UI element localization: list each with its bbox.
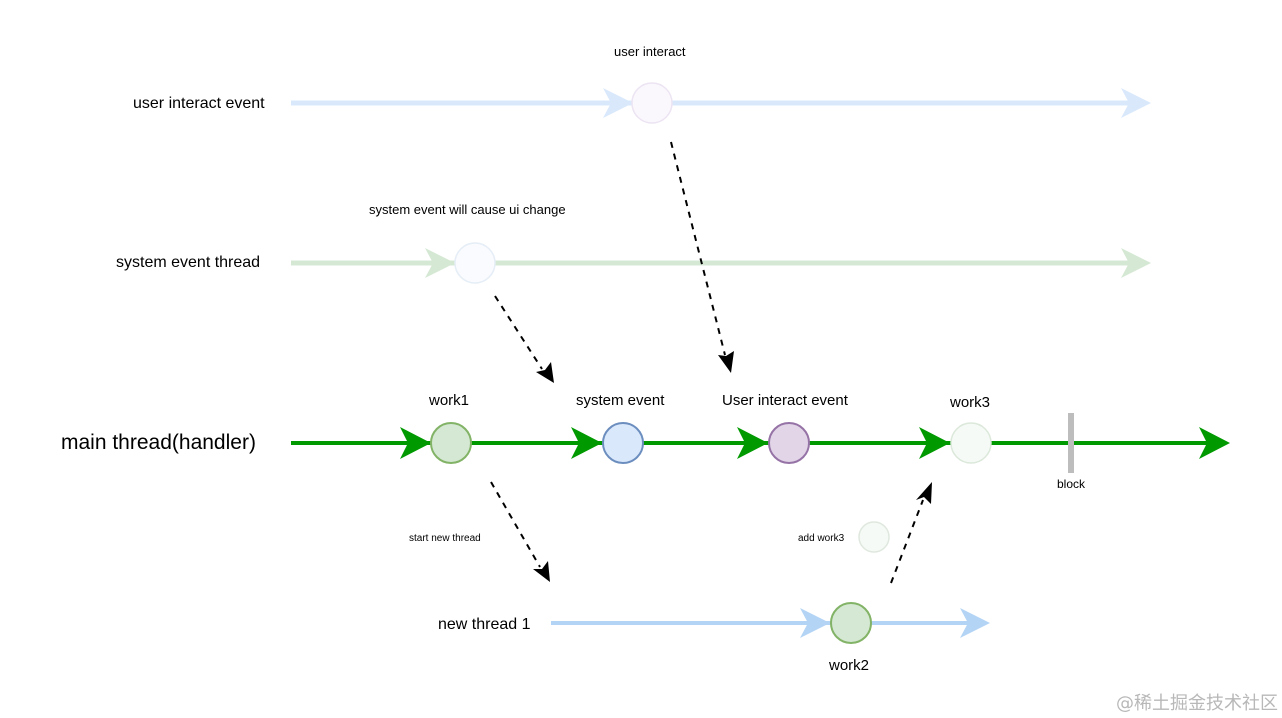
work1-label: work1 bbox=[429, 392, 470, 409]
system-event-node bbox=[602, 422, 644, 464]
work2-label: work2 bbox=[829, 657, 870, 674]
user-interact-node-label: user interact bbox=[614, 44, 686, 59]
block-label: block bbox=[1057, 477, 1086, 491]
block-bar bbox=[1068, 413, 1074, 473]
start-new-thread-label: start new thread bbox=[409, 533, 481, 544]
system-to-main-arrow bbox=[494, 295, 554, 383]
user-interact-thread-line bbox=[291, 88, 1151, 118]
add-work3-label: add work3 bbox=[798, 533, 845, 544]
watermark: @稀土掘金技术社区 bbox=[1116, 693, 1278, 714]
system-event-label: system event bbox=[576, 392, 665, 409]
user-interact-event-node bbox=[768, 422, 810, 464]
main-thread-label: main thread(handler) bbox=[61, 431, 256, 454]
user-interact-thread-label: user interact event bbox=[133, 95, 265, 112]
work3-label: work3 bbox=[950, 394, 991, 411]
work2-node bbox=[830, 602, 872, 644]
new-thread-line bbox=[551, 608, 990, 638]
system-event-thread-label: system event thread bbox=[116, 254, 261, 271]
system-event-thread-line bbox=[291, 248, 1151, 278]
new-thread-label: new thread 1 bbox=[438, 616, 531, 633]
user-to-main-arrow bbox=[670, 141, 734, 373]
add-work3-arrow bbox=[890, 482, 932, 584]
start-new-thread-arrow bbox=[490, 481, 550, 582]
work1-node bbox=[430, 422, 472, 464]
user-interact-event-label: User interact event bbox=[722, 392, 848, 409]
system-event-note-label: system event will cause ui change bbox=[369, 202, 566, 217]
user-interact-node bbox=[631, 82, 673, 124]
add-work3-node bbox=[858, 521, 890, 553]
work3-node bbox=[950, 422, 992, 464]
system-event-source-node bbox=[454, 242, 496, 284]
